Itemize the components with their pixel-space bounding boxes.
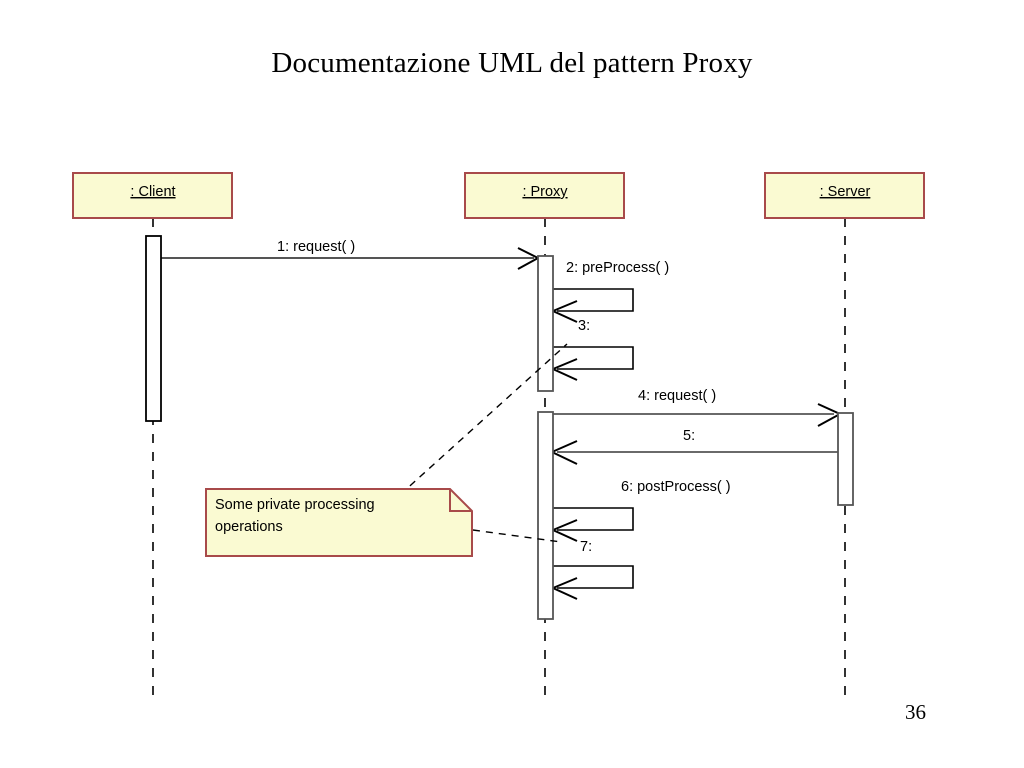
note-box[interactable]: Some private processing operations (205, 488, 473, 557)
lifeline-label-proxy: : Proxy (522, 184, 568, 200)
message-2-preprocess: 2: preProcess( ) (550, 260, 669, 323)
lifeline-head-client[interactable]: : Client (72, 172, 233, 219)
activation-bar-client (145, 235, 162, 422)
message-3-label: 3: (578, 318, 590, 334)
activation-bar-proxy-1 (537, 255, 554, 392)
message-2-label: 2: preProcess( ) (566, 260, 669, 276)
note-connector-lower (472, 529, 562, 543)
lifeline-lines (152, 218, 846, 700)
message-3-selfcall: 3: (550, 318, 634, 381)
message-5-label: 5: (683, 428, 695, 444)
message-2-loop (553, 288, 634, 312)
message-7-label: 7: (580, 539, 592, 555)
page-title: Documentazione UML del pattern Proxy (271, 47, 753, 79)
note-connectors (380, 343, 568, 543)
message-6-postprocess: 6: postProcess( ) (550, 479, 731, 542)
lifeline-box-client[interactable] (72, 172, 233, 219)
message-7-loop (553, 565, 634, 589)
message-6-loop (553, 507, 634, 531)
lifeline-box-proxy[interactable] (464, 172, 625, 219)
activation-bar-proxy-2 (537, 411, 554, 620)
note-fold-corner (449, 489, 472, 512)
lifeline-label-client: : Client (130, 184, 175, 200)
lifeline-head-proxy[interactable]: : Proxy (464, 172, 625, 219)
message-4-arrowhead (817, 403, 843, 427)
message-1-label: 1: request( ) (277, 239, 355, 255)
message-6-label: 6: postProcess( ) (621, 479, 731, 495)
message-4-request: 4: request( ) (553, 388, 843, 427)
page-number: 36 (905, 700, 926, 724)
message-1-request: 1: request( ) (161, 239, 541, 270)
activation-bars (145, 235, 854, 620)
note-connector-upper (380, 343, 568, 513)
note-text-line-1: Some private processing (215, 497, 375, 513)
message-5-return: 5: (549, 428, 838, 465)
lifeline-label-server: : Server (820, 184, 871, 200)
lifeline-head-server[interactable]: : Server (764, 172, 925, 219)
lifeline-box-server[interactable] (764, 172, 925, 219)
message-3-loop (553, 346, 634, 370)
activation-bar-server (837, 412, 854, 506)
note-text-line-2: operations (215, 519, 283, 535)
note-body[interactable] (205, 488, 473, 557)
message-4-label: 4: request( ) (638, 388, 716, 404)
message-7-selfcall: 7: (550, 539, 634, 600)
